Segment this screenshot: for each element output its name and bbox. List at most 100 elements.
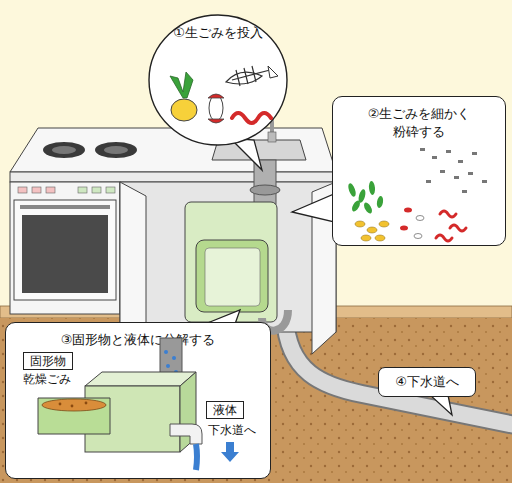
- disposer-unit: [185, 160, 288, 331]
- node-text: ④下水道へ: [395, 373, 459, 391]
- node-text: 液体: [213, 402, 237, 419]
- sink-cabinet: [268, 132, 276, 142]
- separator-machine: [160, 338, 182, 380]
- food-waste-icon: [226, 72, 262, 84]
- callout-bubble: ②生ごみを細かく 粉砕する: [332, 96, 506, 246]
- separator-machine: [170, 424, 202, 444]
- callout-bubble: ④下水道へ: [378, 367, 476, 397]
- crushed-waste-particles: [458, 160, 463, 163]
- stove: [46, 187, 55, 193]
- separator-machine: [196, 444, 197, 470]
- crushed-waste-particles: [375, 235, 385, 241]
- crushed-waste-particles: [347, 148, 487, 241]
- node-text: 固形物: [30, 353, 66, 370]
- callout-box: ③固形物と液体に分解する固形物液体: [5, 322, 271, 479]
- crushed-waste-particles: [482, 180, 487, 183]
- stove: [14, 200, 116, 300]
- disposer-unit: [185, 202, 277, 322]
- crushed-waste-particles: [446, 150, 451, 153]
- crushed-waste-particles: [462, 190, 467, 193]
- sink-cabinet: [120, 116, 336, 354]
- node-text: ②生ごみを細かく 粉砕する: [359, 105, 479, 141]
- separator-machine: [71, 405, 74, 408]
- stove: [20, 205, 110, 209]
- callout-bubble: ①生ごみを投入: [148, 14, 288, 146]
- floor: [0, 318, 512, 483]
- separator-machine: [174, 370, 178, 374]
- node-text: ③固形物と液体に分解する: [6, 331, 270, 349]
- food-waste-icon: [232, 113, 271, 123]
- kitchen-counter: [10, 128, 336, 172]
- stove: [10, 182, 120, 314]
- crushed-waste-particles: [468, 172, 473, 175]
- separator-machine: [172, 356, 176, 360]
- node-text: ①生ごみを投入: [148, 24, 288, 42]
- separator-machine: [85, 402, 88, 405]
- crushed-waste-particles: [426, 180, 431, 183]
- crushed-waste-particles: [362, 201, 373, 214]
- separator-machine: [180, 372, 196, 452]
- stove: [32, 187, 41, 193]
- crushed-waste-particles: [379, 221, 389, 227]
- crushed-waste-particles: [450, 225, 466, 231]
- crushed-waste-particles: [367, 227, 377, 233]
- crushed-waste-particles: [472, 152, 477, 155]
- callout-pointer: [430, 395, 452, 415]
- separator-machine: [166, 364, 170, 368]
- disposer-unit: [196, 240, 268, 312]
- food-waste-icon: [171, 99, 197, 121]
- crushed-waste-particles: [436, 235, 452, 241]
- separator-machine: [42, 399, 106, 411]
- food-waste-icon: [232, 66, 270, 86]
- callout-pointer: [292, 194, 334, 222]
- label-box: 固形物: [23, 352, 73, 370]
- food-waste-icon: [209, 95, 223, 121]
- crushed-waste-particles: [454, 176, 459, 179]
- crushed-waste-particles: [355, 221, 365, 227]
- wall: [0, 0, 512, 312]
- stove: [52, 146, 76, 154]
- separator-machine: [221, 442, 239, 462]
- separator-machine: [164, 350, 168, 354]
- separator-machine: [85, 372, 196, 386]
- crushed-waste-particles: [376, 196, 384, 209]
- food-waste-icon: [208, 94, 224, 98]
- stove: [78, 187, 87, 193]
- crushed-waste-particles: [432, 156, 437, 159]
- bubble-outline: [149, 15, 287, 145]
- separator-machine: [38, 338, 239, 470]
- food-waste-icon: [170, 66, 278, 123]
- label-box: 液体: [206, 401, 244, 419]
- disposer-unit: [250, 185, 280, 195]
- floor: [0, 306, 512, 483]
- food-waste-icon: [268, 66, 278, 78]
- crushed-waste-particles: [347, 182, 357, 197]
- crushed-waste-particles: [414, 234, 422, 239]
- food-waste-icon: [208, 119, 224, 123]
- crushed-waste-particles: [416, 216, 424, 221]
- wall: [0, 0, 512, 312]
- stove: [106, 187, 115, 193]
- disposer-unit: [254, 160, 276, 204]
- stove: [92, 187, 101, 193]
- stove: [95, 142, 137, 158]
- crushed-waste-particles: [440, 170, 445, 173]
- stove: [43, 142, 85, 158]
- crushed-waste-particles: [357, 188, 366, 203]
- separator-machine: [38, 398, 110, 434]
- crushed-waste-particles: [368, 181, 375, 195]
- kitchen-counter: [10, 172, 336, 182]
- disposer-unit: [205, 248, 260, 306]
- crushed-waste-particles: [350, 199, 361, 212]
- food-waste-icon: [170, 72, 193, 98]
- crushed-waste-particles: [440, 211, 456, 217]
- stove: [18, 187, 27, 193]
- sink-cabinet: [120, 182, 336, 332]
- stove: [104, 146, 128, 154]
- crushed-waste-particles: [400, 226, 408, 231]
- stove: [22, 215, 108, 293]
- stove: [10, 142, 137, 314]
- crushed-waste-particles: [420, 148, 425, 151]
- crushed-waste-particles: [361, 235, 371, 241]
